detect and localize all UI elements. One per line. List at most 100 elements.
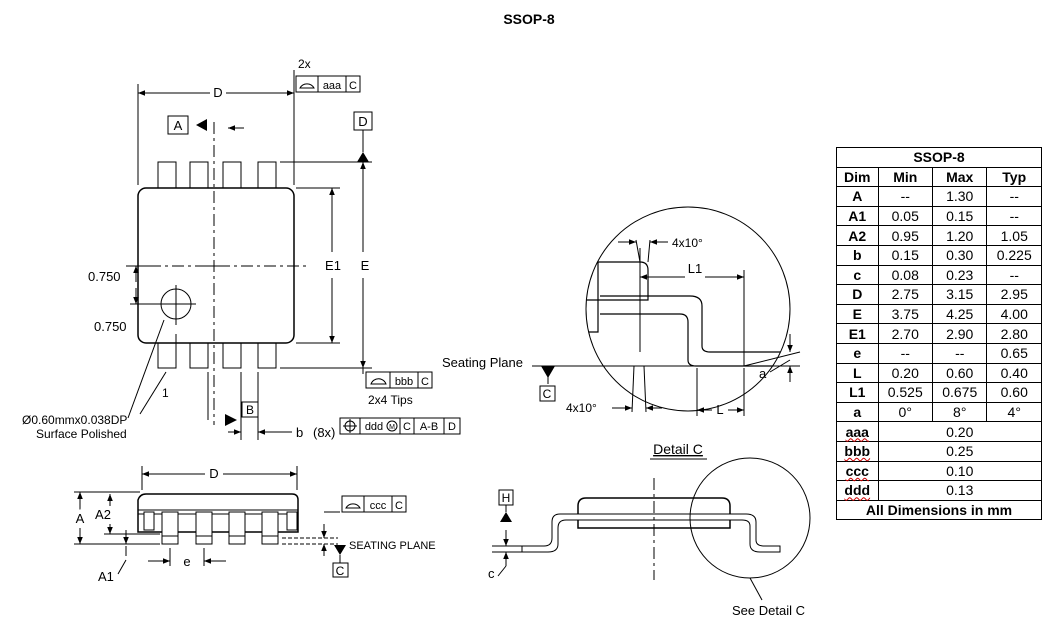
detail-view [532, 206, 801, 416]
label-a-angle: a [759, 366, 767, 381]
label-e-pitch: e [183, 554, 190, 569]
fcf-aaa [295, 75, 361, 93]
cell-typ: -- [986, 186, 1042, 207]
cell-typ: 1.05 [986, 225, 1042, 246]
cell-dim: A [836, 186, 879, 207]
cell-typ: 2.80 [986, 323, 1042, 344]
cell-dim: A1 [836, 205, 879, 227]
cell-min: -- [877, 186, 933, 207]
cell-max: 4.25 [931, 303, 988, 325]
label-e1: E1 [325, 258, 341, 273]
cell-typ: 0.40 [986, 362, 1042, 384]
cell-typ: 0.60 [986, 382, 1042, 403]
cell-min: 2.70 [877, 323, 933, 344]
drawing-title: SSOP-8 [503, 11, 555, 27]
cell-max: 3.15 [931, 284, 988, 305]
cell-min: 0.525 [877, 382, 933, 403]
cell-max: 0.60 [931, 362, 988, 384]
tolerance-dim: bbb [844, 443, 871, 460]
b-mult: (8x) [313, 425, 335, 440]
fcf-ddd-value: ddd [365, 421, 383, 433]
fcf-bbb-datum: C [421, 376, 429, 388]
tolerance-dim: aaa [845, 423, 869, 440]
table-header-row: Dim Min Max Typ [836, 166, 1042, 188]
cell-typ: -- [986, 264, 1042, 286]
top-pin [257, 161, 277, 189]
fcf-bbb [362, 368, 433, 389]
cell-tolerance-dim: ddd [836, 480, 879, 501]
top-pin [222, 161, 242, 189]
top-pin [189, 161, 209, 189]
header-min: Min [877, 166, 933, 188]
table-footer: All Dimensions in mm [836, 499, 1042, 521]
label-a2: A2 [95, 507, 111, 522]
see-detail: See Detail C [732, 603, 805, 618]
cell-typ: 2.95 [986, 284, 1042, 305]
seating-plane-detail: Seating Plane [442, 355, 523, 370]
cell-dim: b [836, 244, 879, 266]
cell-max: -- [931, 342, 988, 364]
cell-dim: L [836, 362, 879, 384]
cell-min: 0.08 [877, 264, 933, 286]
datum-c-side: C [336, 564, 345, 578]
cell-dim: L1 [836, 382, 879, 403]
end-view [492, 457, 811, 601]
cell-max: 8° [931, 401, 988, 423]
cell-typ: 4.00 [986, 303, 1042, 325]
bottom-pin [157, 339, 177, 369]
datum-b: B [246, 403, 254, 417]
cell-max: 1.30 [931, 186, 988, 207]
cell-tolerance-dim: aaa [836, 421, 879, 442]
top-pin [157, 161, 177, 189]
label-l: L [716, 402, 723, 417]
fcf-ccc [341, 495, 407, 513]
cell-min: 3.75 [877, 303, 933, 325]
label-l1: L1 [688, 261, 702, 276]
hole-note-1: Ø0.60mmx0.038DP [22, 413, 127, 427]
label-2x: 2x [298, 57, 311, 71]
bottom-pin [257, 339, 277, 369]
cell-dim: A2 [836, 225, 879, 246]
header-dim: Dim [836, 166, 879, 188]
bottom-pin [222, 339, 242, 369]
cell-dim: a [836, 401, 879, 423]
label-e: E [361, 258, 370, 273]
fcf-ddd [339, 417, 461, 435]
fcf-ccc-datum: C [395, 500, 403, 512]
cell-max: 0.675 [931, 382, 988, 403]
top-view [126, 70, 372, 440]
tolerance-dim: ccc [845, 462, 869, 479]
table-title: SSOP-8 [836, 147, 1042, 168]
tips-note: 2x4 Tips [368, 393, 413, 407]
table-row: e----0.65 [836, 342, 1042, 364]
fcf-ddd-datum-c: C [403, 421, 411, 433]
side-view [74, 466, 340, 575]
datum-c-detail: C [543, 387, 552, 401]
dim-0750-h: 0.750 [88, 269, 121, 284]
fcf-bbb-value: bbb [395, 376, 413, 388]
detail-circle [585, 206, 791, 412]
cell-tolerance-dim: ccc [836, 460, 879, 482]
cell-tolerance-value: 0.13 [877, 480, 1042, 501]
cell-min: 0.20 [877, 362, 933, 384]
label-a: A [76, 511, 85, 526]
tolerance-dim: ddd [844, 482, 871, 499]
cell-min: -- [877, 342, 933, 364]
cell-max: 0.23 [931, 264, 988, 286]
fcf-ddd-datum-ab: A-B [420, 421, 438, 433]
cell-typ: -- [986, 205, 1042, 227]
cell-dim: D [836, 284, 879, 305]
